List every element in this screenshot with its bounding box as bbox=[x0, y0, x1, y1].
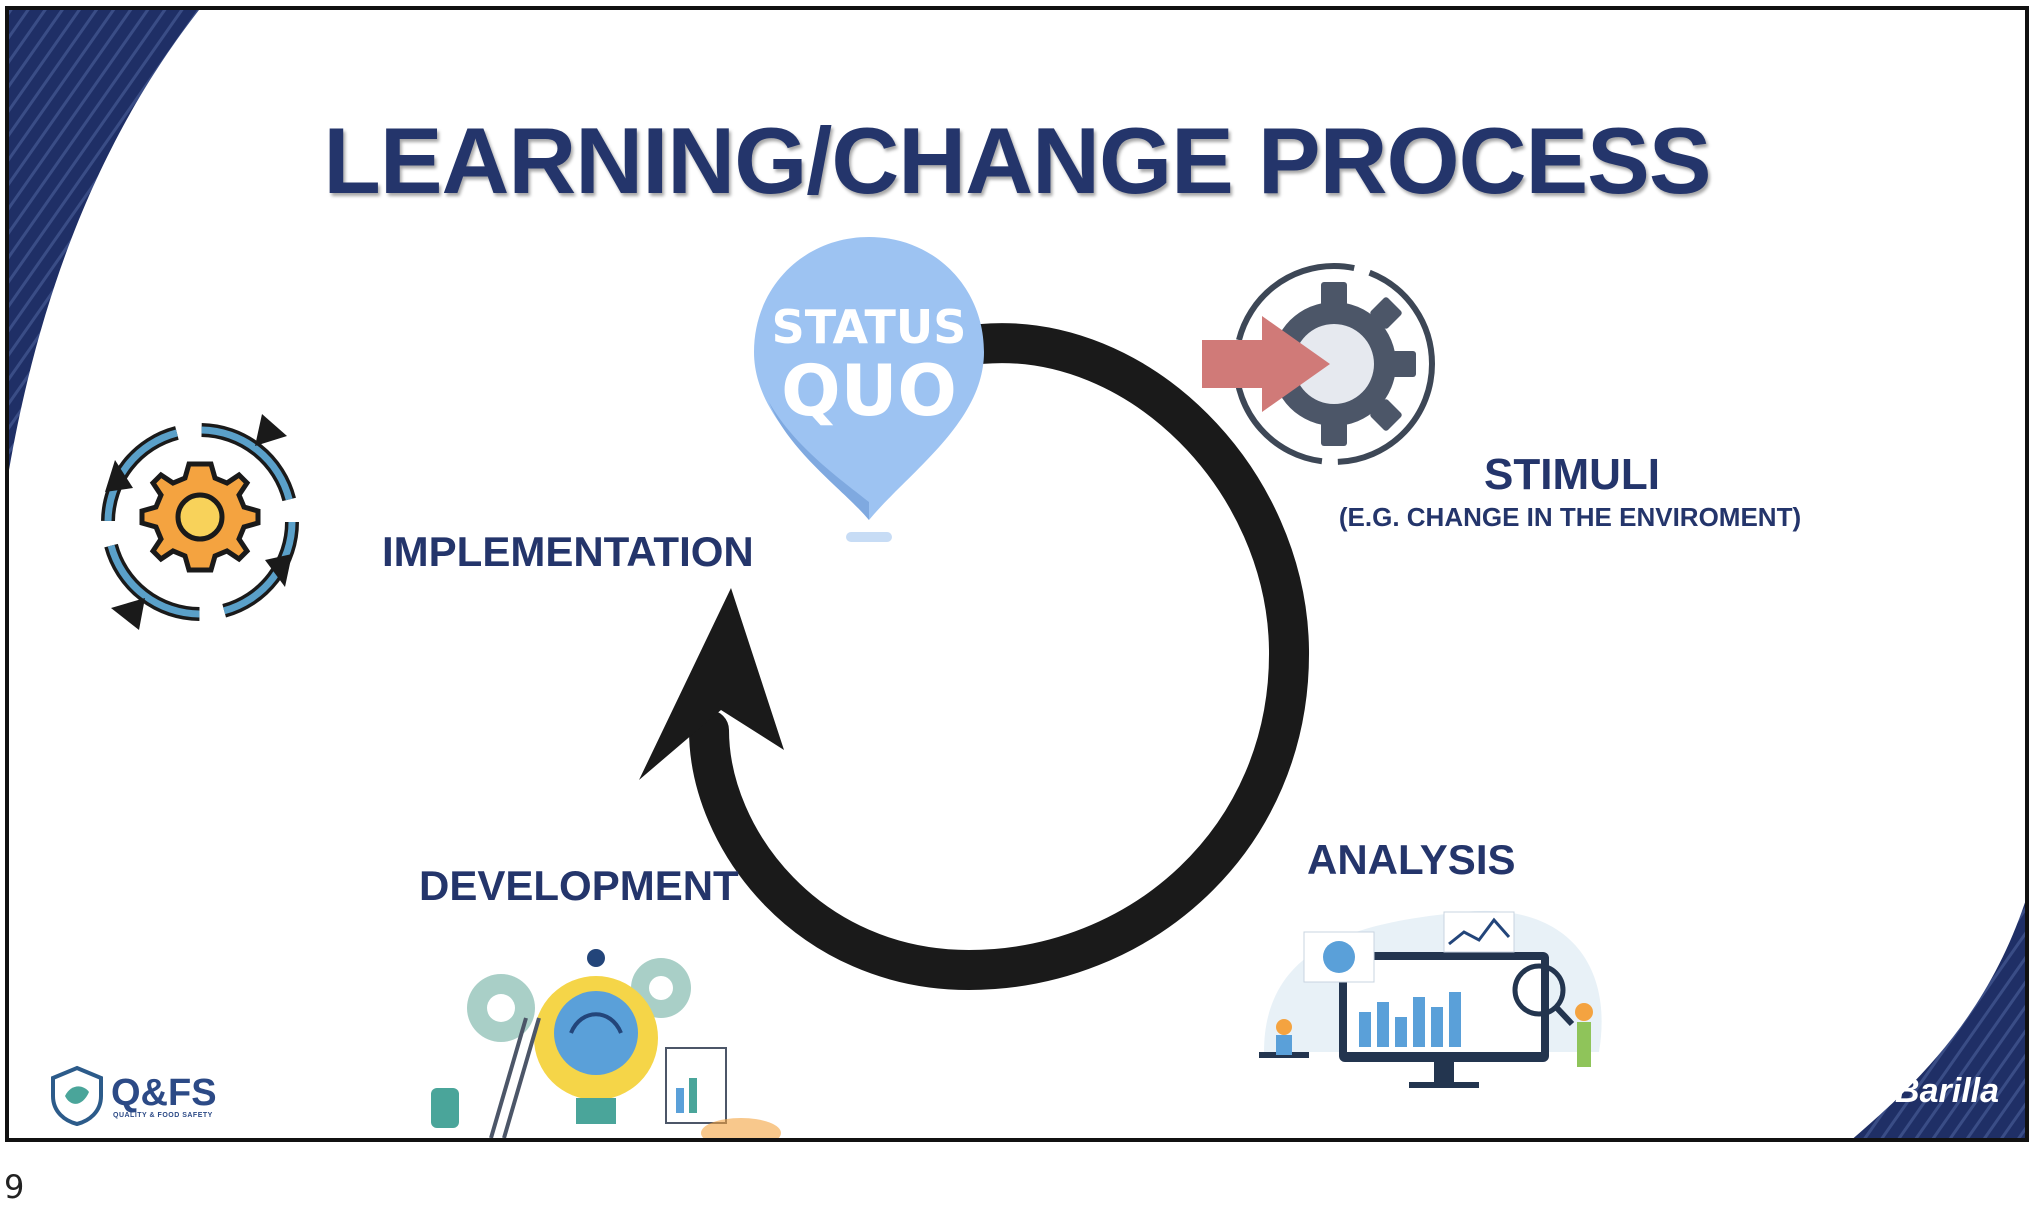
slide: LEARNING/CHANGE PROCESS STATUS QUO STIMU… bbox=[5, 6, 2029, 1142]
barilla-logo: Barilla bbox=[1895, 1072, 1999, 1111]
development-label: DEVELOPMENT bbox=[419, 862, 739, 910]
status-quo-label-bottom: QUO bbox=[771, 350, 967, 432]
qfs-logo-tagline: QUALITY & FOOD SAFETY bbox=[113, 1112, 213, 1119]
implementation-cycle-icon bbox=[87, 402, 313, 642]
qfs-shield-icon bbox=[51, 1066, 103, 1126]
analysis-illustration bbox=[1244, 902, 1619, 1102]
qfs-logo-name: Q&FS bbox=[111, 1072, 217, 1115]
development-illustration bbox=[421, 938, 781, 1142]
stimuli-label: STIMULI bbox=[1472, 450, 1672, 500]
status-quo-label-top: STATUS bbox=[771, 300, 967, 354]
analysis-label: ANALYSIS bbox=[1307, 836, 1516, 884]
page-number: 9 bbox=[4, 1168, 24, 1206]
stimuli-note: (E.G. CHANGE IN THE ENVIROMENT) bbox=[1335, 502, 1805, 533]
implementation-label: IMPLEMENTATION bbox=[382, 528, 754, 576]
stimuli-gear-icon bbox=[1194, 256, 1444, 476]
